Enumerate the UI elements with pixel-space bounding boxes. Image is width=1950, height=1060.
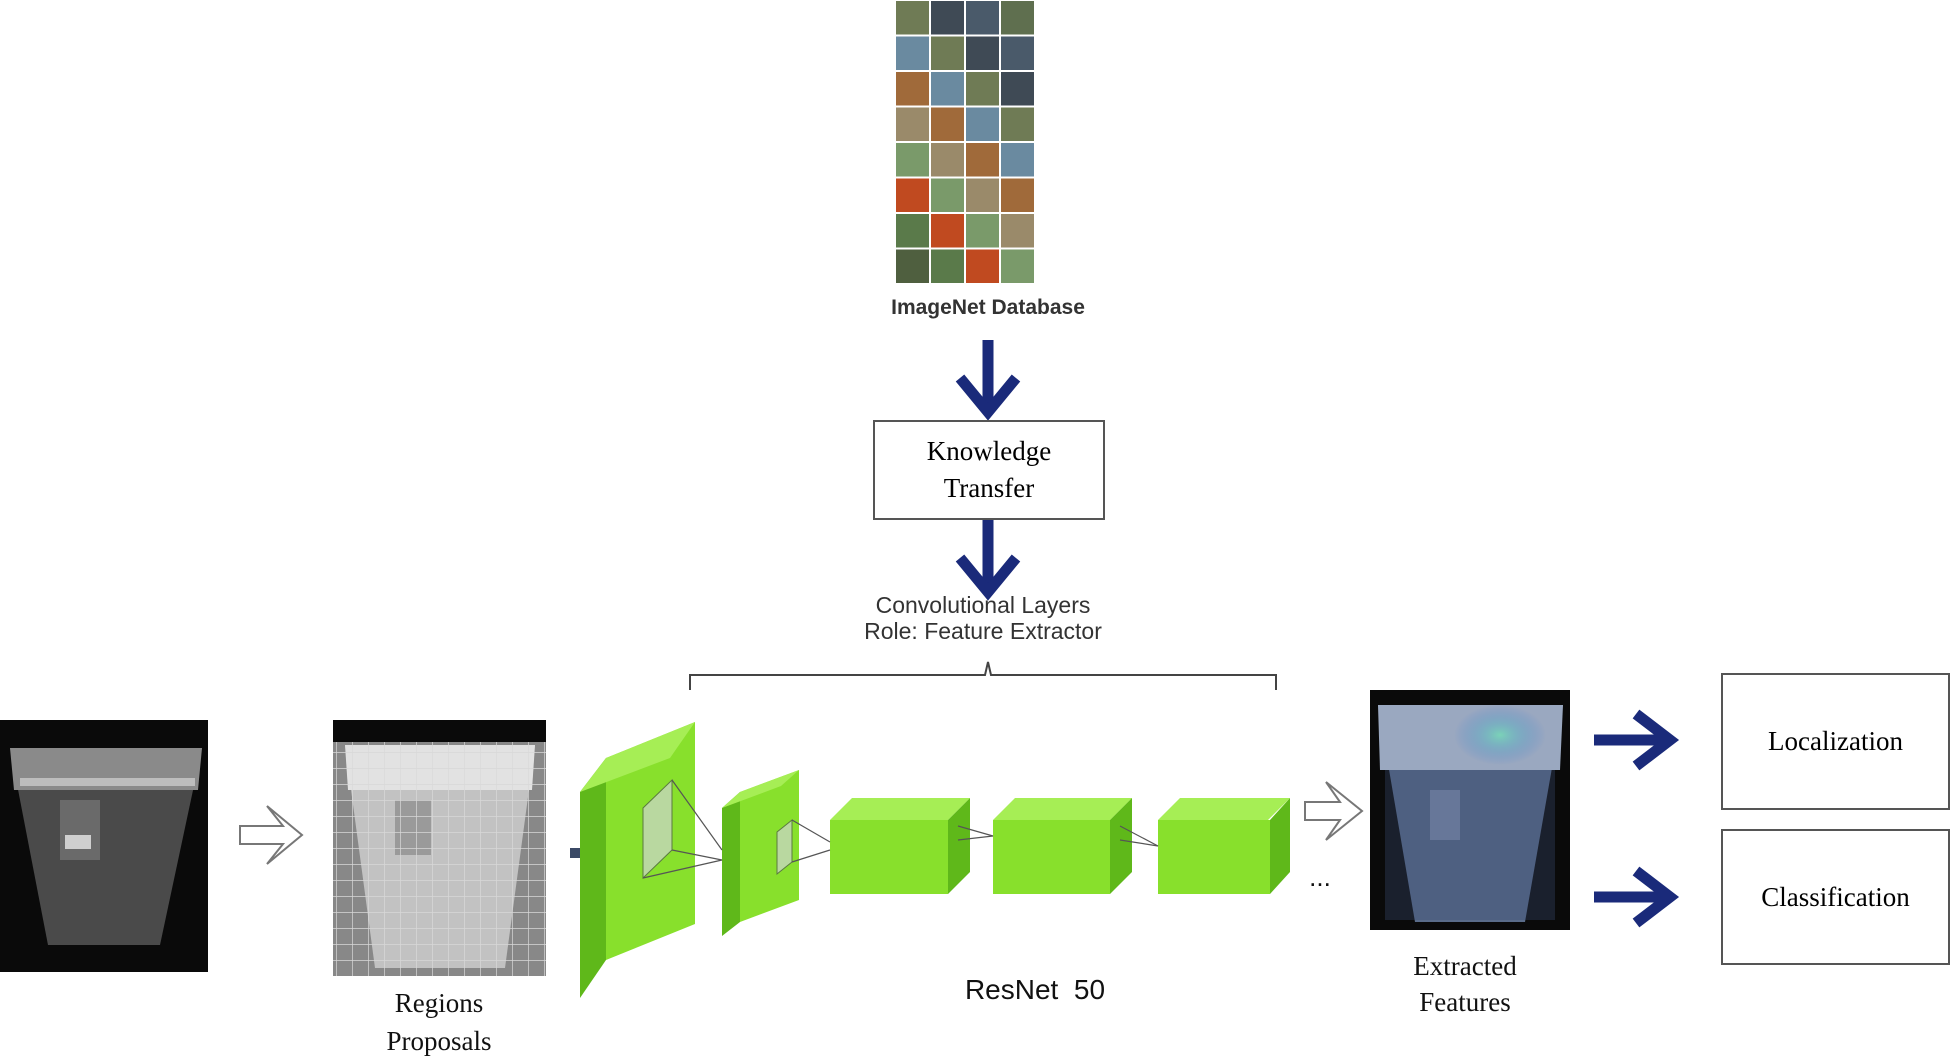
mosaic-thumbnail <box>931 107 964 141</box>
mosaic-thumbnail <box>1001 36 1034 70</box>
conv-layers-bracket <box>689 661 1277 690</box>
mosaic-thumbnail <box>931 178 964 212</box>
mosaic-thumbnail <box>1001 107 1034 141</box>
mosaic-thumbnail <box>896 143 929 177</box>
mosaic-thumbnail <box>896 36 929 70</box>
mosaic-thumbnail <box>896 1 929 35</box>
mosaic-thumbnail <box>1001 1 1034 35</box>
mosaic-thumbnail <box>896 107 929 141</box>
regions-proposals-image <box>333 720 546 976</box>
mosaic-thumbnail <box>931 143 964 177</box>
localization-label: Localization <box>1768 726 1903 756</box>
receptive-field-lines <box>642 779 1159 879</box>
extracted-features-line2: Features <box>1419 987 1511 1017</box>
extracted-features-line1: Extracted <box>1413 951 1517 981</box>
regions-proposals-line1: Regions <box>394 988 484 1018</box>
arrow-down-to-transfer <box>955 340 1021 421</box>
layer-2 <box>722 770 799 936</box>
mosaic-thumbnail <box>966 143 999 177</box>
mosaic-thumbnail <box>896 72 929 106</box>
mosaic-thumbnail <box>896 178 929 212</box>
conv-layers-label: Convolutional Layers Role: Feature Extra… <box>783 592 1183 644</box>
mosaic-thumbnail <box>931 249 964 283</box>
mosaic-thumbnail <box>966 249 999 283</box>
layer-3 <box>830 798 970 894</box>
layer-5 <box>1158 798 1290 894</box>
classification-box: Classification <box>1721 829 1950 965</box>
mosaic-thumbnail <box>931 36 964 70</box>
hollow-arrow-2 <box>1304 781 1364 841</box>
layer-4 <box>993 798 1132 894</box>
layer-1 <box>580 722 695 998</box>
ellipsis: ... <box>1309 862 1331 892</box>
knowledge-transfer-line1: Knowledge <box>926 436 1052 466</box>
regions-proposals-line2: Proposals <box>386 1026 492 1056</box>
resnet-layers <box>580 722 1290 998</box>
localization-box: Localization <box>1721 673 1950 810</box>
mosaic-thumbnail <box>1001 72 1034 106</box>
hollow-arrow-1 <box>239 805 304 865</box>
mosaic-thumbnail <box>966 1 999 35</box>
imagenet-mosaic <box>896 1 1034 283</box>
mosaic-thumbnail <box>931 1 964 35</box>
mosaic-thumbnail <box>896 249 929 283</box>
mosaic-thumbnail <box>966 72 999 106</box>
mosaic-thumbnail <box>1001 178 1034 212</box>
arrow-down-to-conv <box>955 520 1021 601</box>
resnet-label: ResNet 50 <box>964 974 1106 1005</box>
input-ultrasound-image <box>0 720 208 972</box>
classification-label: Classification <box>1761 881 1910 912</box>
mosaic-thumbnail <box>966 178 999 212</box>
extracted-features-image <box>1370 690 1570 930</box>
arrow-to-classification <box>1594 866 1680 928</box>
mosaic-thumbnail <box>1001 143 1034 177</box>
knowledge-transfer-line2: Transfer <box>943 473 1035 503</box>
arrow-to-localization <box>1594 709 1680 771</box>
mosaic-thumbnail <box>931 72 964 106</box>
mosaic-thumbnail <box>966 214 999 248</box>
conv-layers-line2: Role: Feature Extractor <box>864 618 1102 644</box>
imagenet-database-label: ImageNet Database <box>891 296 1085 319</box>
conv-layers-line1: Convolutional Layers <box>875 592 1091 618</box>
knowledge-transfer-box: Knowledge Transfer <box>873 420 1105 520</box>
regions-proposals-label: Regions Proposals <box>339 984 539 1060</box>
mosaic-thumbnail <box>931 214 964 248</box>
mosaic-thumbnail <box>1001 214 1034 248</box>
mosaic-thumbnail <box>1001 249 1034 283</box>
mosaic-thumbnail <box>896 214 929 248</box>
extracted-features-label: Extracted Features <box>1365 948 1565 1020</box>
mosaic-thumbnail <box>966 107 999 141</box>
mosaic-thumbnail <box>966 36 999 70</box>
